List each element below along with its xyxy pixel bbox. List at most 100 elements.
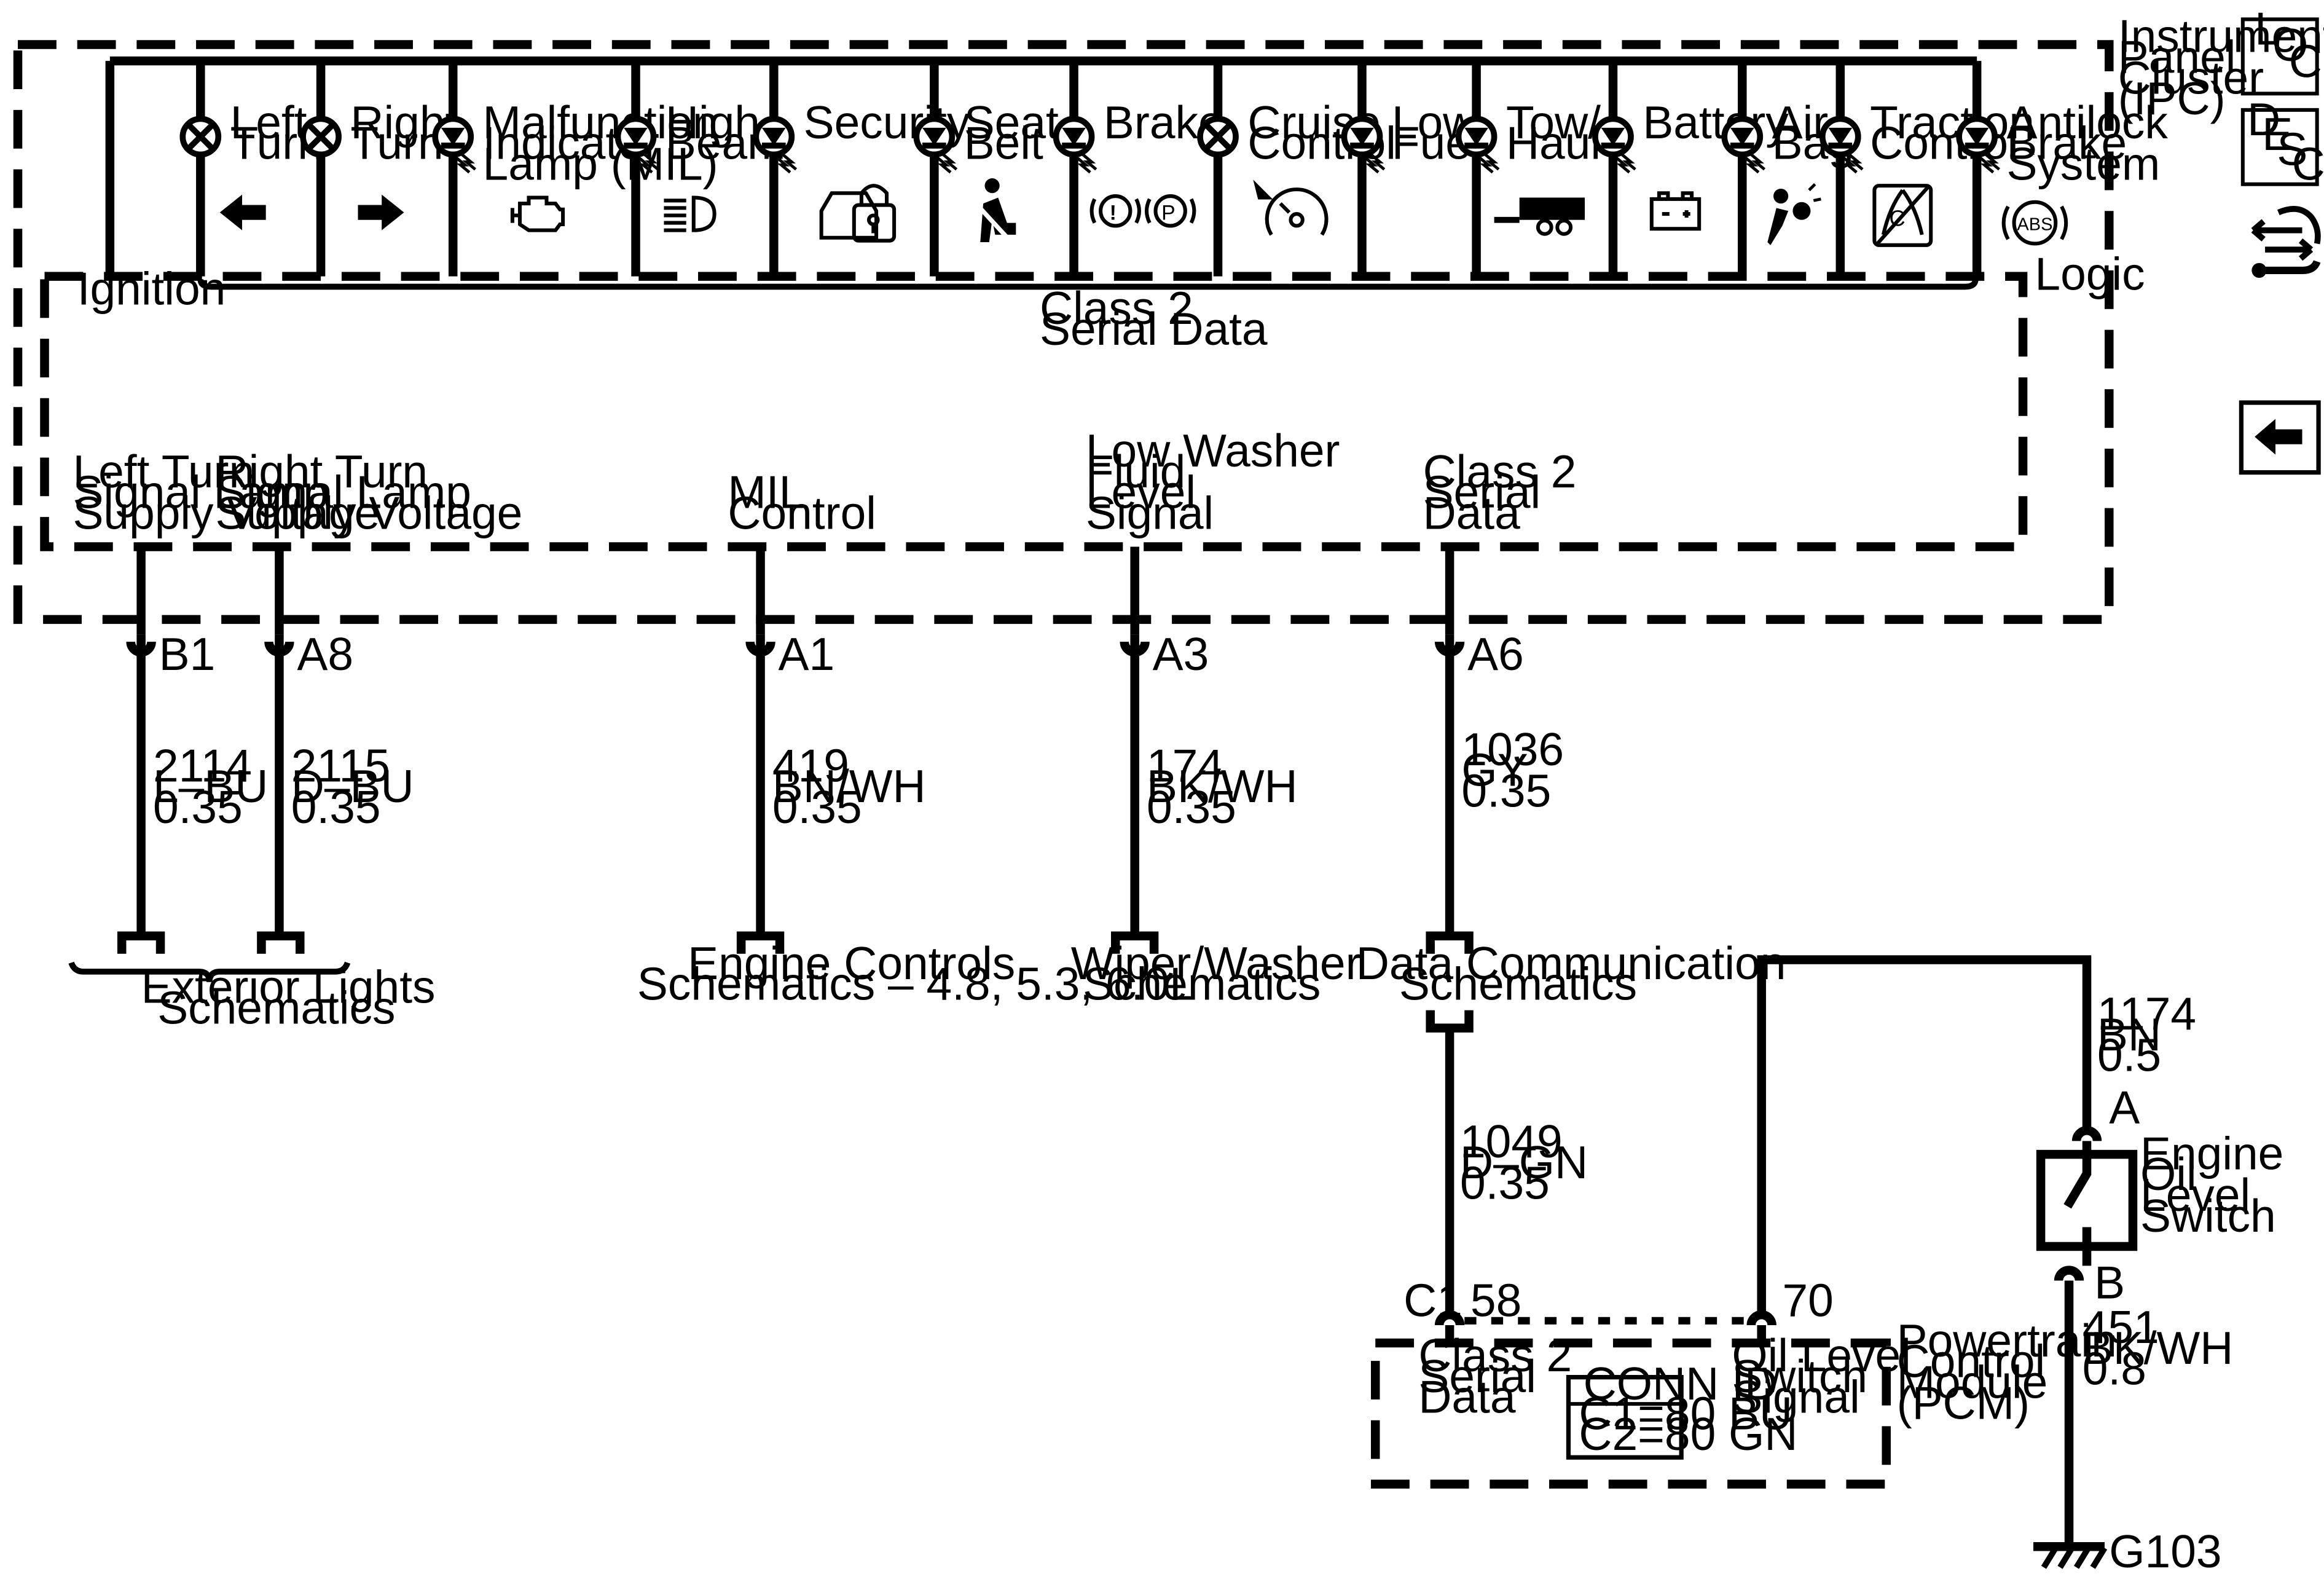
svg-text:!: !	[1110, 202, 1117, 225]
lamp-label: AntilockBrakeSystem	[2007, 96, 2169, 190]
lamp-label: SeatBelt	[964, 96, 1059, 169]
right-arrow-icon	[358, 194, 404, 230]
wire-label: 1036GY0.35	[1461, 723, 1564, 817]
oil-switch-pin-b	[2054, 1246, 2092, 1545]
signal-label: Left TurnSignal LampSupply Voltage	[73, 446, 380, 539]
svg-text:L: L	[2255, 3, 2280, 55]
lamp-low-fuel: LowFuel	[1341, 61, 1482, 277]
left-arrow-icon	[219, 194, 266, 230]
pcm-oil-level-label: Oil Level Switch Signal	[1732, 1329, 1923, 1423]
circuit-b1: Left TurnSignal LampSupply VoltageB12114…	[73, 446, 380, 936]
oil-switch-label: Engine Oil Level Switch	[2140, 1127, 2296, 1242]
security-car-lock-icon	[819, 184, 897, 243]
location-button[interactable]: L O C	[2240, 3, 2322, 96]
tow-haul-trailer-icon	[1494, 197, 1585, 236]
svg-text:P: P	[1161, 202, 1176, 225]
back-arrow-icon	[2255, 419, 2302, 455]
pcm-pin-58	[1434, 1310, 1465, 1344]
seat-belt-icon	[975, 178, 1016, 243]
pin-label: A3	[1153, 628, 1209, 680]
lamp-label: Battery	[1643, 96, 1789, 148]
logic-label: Logic	[2035, 248, 2145, 299]
wire-1174	[1757, 955, 2092, 1313]
conn-id-table: CONN ID C1=80 BU C2=80 GN	[1566, 1358, 1797, 1460]
engine-controls-label: Engine Controls Schematics – 4.8, 5.3, 6…	[637, 937, 1195, 1010]
lamp-label: MalfunctionIndicatorLamp (MIL)	[483, 96, 718, 190]
engine-controls-reference[interactable]: Engine Controls Schematics – 4.8, 5.3, 6…	[637, 931, 1195, 1010]
lamp-left-turn: LeftTurn	[179, 61, 323, 277]
svg-text:C: C	[2289, 36, 2322, 87]
lamp-cruise-control: CruiseControl	[1197, 61, 1396, 277]
pin-label: A1	[779, 628, 835, 680]
lamp-seat-belt: SeatBelt	[913, 61, 1059, 277]
exterior-lights-reference[interactable]: Exterior Lights Schematics	[68, 931, 449, 1034]
battery-icon	[1649, 191, 1702, 231]
signal-label: Low WasherFluidLevelSignal	[1086, 425, 1340, 539]
engine-oil-level-switch	[2036, 1149, 2138, 1251]
wire-1174-label: 1174 BN 0.5	[2097, 988, 2209, 1081]
lamp-tow-haul: Tow/Haul	[1455, 61, 1601, 277]
airbag-icon	[1767, 183, 1821, 245]
pcm-class2-label: Class 2 Serial Data	[1418, 1329, 1585, 1423]
description-button[interactable]: D E S C	[2240, 93, 2324, 190]
data-communication-reference[interactable]: Data Communication Schematics	[1356, 931, 1799, 1033]
exterior-lights-label: Exterior Lights Schematics	[141, 961, 449, 1034]
lamp-antilock-brake-system: AntilockBrakeSystem	[1956, 61, 2169, 277]
pcm-c1-label: C1	[1403, 1275, 1462, 1326]
wire-label: 2114L–BU0.35	[153, 739, 268, 833]
conn-id-c2: C2=80 GN	[1579, 1408, 1797, 1460]
lamp-battery: Battery	[1592, 61, 1789, 277]
svg-text:C: C	[2292, 138, 2324, 189]
ground-g103-label: G103	[2109, 1526, 2221, 1577]
wiper-washer-reference[interactable]: Wiper/Washer Schematics	[1071, 931, 1374, 1010]
ipc-title: Instrument Panel Cluster (IPC)	[2118, 10, 2324, 125]
wiper-washer-label: Wiper/Washer Schematics	[1071, 937, 1374, 1010]
wire-451-label: 451 BK/WH 0.8	[2083, 1301, 2246, 1395]
ground-g103-icon	[2033, 1542, 2108, 1569]
pin-label: A8	[297, 628, 353, 680]
pcm-pin-70	[1746, 1310, 1776, 1344]
svg-text:C: C	[1890, 205, 1906, 230]
wire-1049-label: 1049 D–GN 0.35	[1460, 1116, 1601, 1209]
lamp-malfunction-indicator-lamp-mil: MalfunctionIndicatorLamp (MIL)	[432, 61, 718, 277]
signal-label: Class 2SerialData	[1423, 446, 1577, 539]
abs-icon: ABS	[2001, 200, 2068, 246]
pcm-boundary	[1370, 1338, 1891, 1489]
cruise-control-icon	[1253, 179, 1329, 236]
conn-id-header: CONN ID	[1584, 1358, 1778, 1409]
signal-label: MILControl	[728, 467, 876, 539]
signal-label: Right TurnSignal LampSupply Voltage	[215, 446, 522, 539]
brake-icon: ! P	[1089, 194, 1196, 228]
traction-control-icon: C	[1872, 184, 1933, 247]
class2-bus-label: Class 2 Serial Data	[1040, 282, 1268, 355]
ipc-output-circuits: Left TurnSignal LampSupply VoltageB12114…	[73, 425, 1576, 936]
pcm-title: Powertrain Control Module (PCM)	[1897, 1315, 2130, 1429]
wire-label: 2115D–BU0.35	[291, 739, 414, 833]
lamp-label: Tow/Haul	[1506, 96, 1601, 169]
pcm-pin58-label: 58	[1470, 1275, 1521, 1326]
svg-text:ABS: ABS	[2017, 215, 2052, 235]
pin-label: A6	[1467, 628, 1524, 680]
conn-id-c1: C1=80 BU	[1579, 1387, 1792, 1439]
wire-label: 419BN/WH0.35	[772, 739, 926, 833]
engine-icon	[510, 195, 565, 232]
svg-text:D: D	[2247, 93, 2280, 145]
pcm-pin70-label: 70	[1783, 1275, 1834, 1326]
connector-wrench-icon[interactable]	[2251, 206, 2321, 278]
svg-text:S: S	[2277, 123, 2307, 175]
data-communication-label: Data Communication Schematics	[1356, 937, 1799, 1010]
lamp-right-turn: RightTurn	[300, 61, 458, 277]
ipc-outer-boundary	[13, 40, 2114, 624]
lamp-air-bag: AirBag	[1721, 61, 1854, 277]
wire-label: 174BK/WH0.35	[1147, 739, 1298, 833]
high-beam-icon	[664, 195, 716, 232]
back-button[interactable]	[2239, 400, 2321, 475]
svg-text:O: O	[2272, 19, 2308, 71]
oil-switch-pin-a-label: A	[2109, 1081, 2140, 1133]
